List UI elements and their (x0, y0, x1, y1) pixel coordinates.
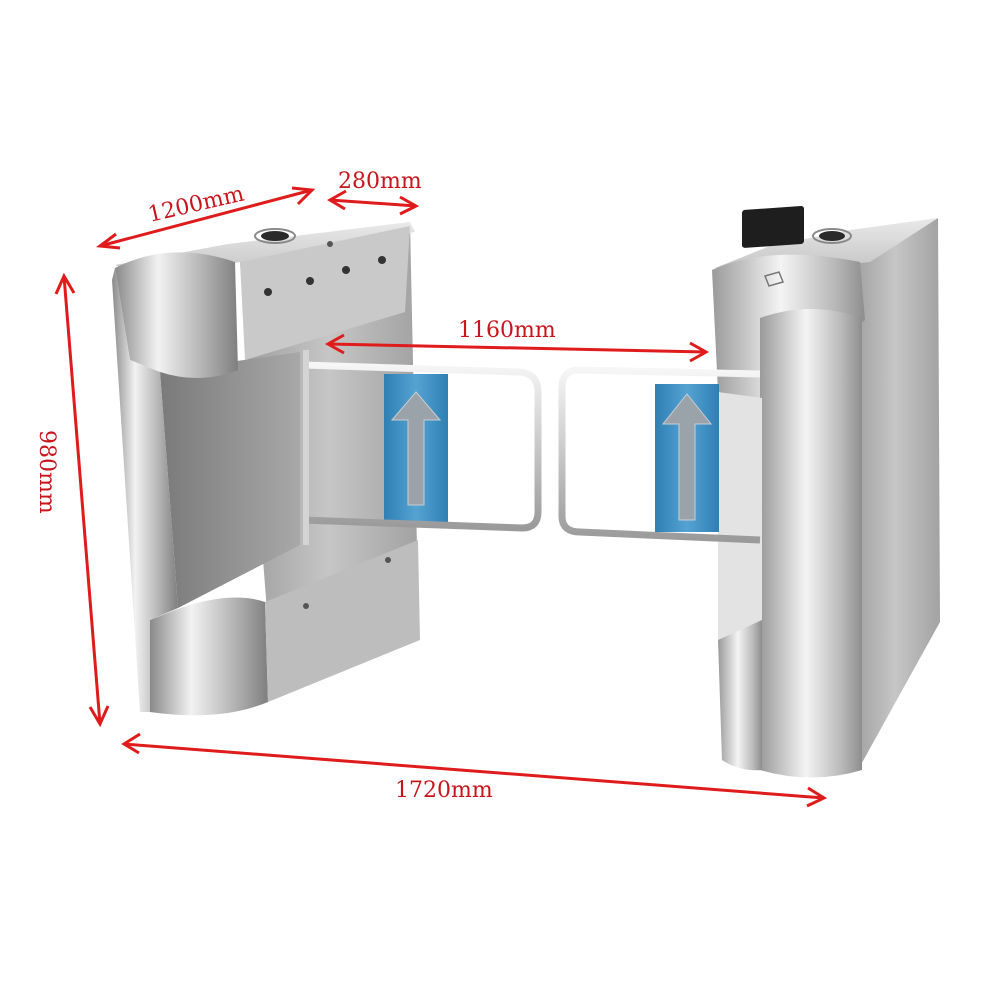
sensor-hole (385, 557, 391, 563)
overall-dimension-label: 1720mm (395, 778, 493, 803)
card-reader-glyph (763, 271, 785, 287)
arrow-head (121, 732, 141, 755)
left-body-column (112, 268, 178, 712)
sensor-hole (327, 241, 333, 247)
sensor-hole (303, 603, 309, 609)
right-cabinet (712, 205, 940, 778)
right-cabinet-recess (718, 392, 762, 640)
arrow-head (324, 333, 345, 355)
left-cabinet-recess (160, 352, 300, 608)
up-arrow-icon (661, 393, 713, 521)
up-arrow-icon (390, 391, 442, 506)
right-top-indicator (819, 231, 845, 241)
arrow-head (88, 705, 110, 728)
left-upper-cylinder (115, 252, 238, 379)
arrow-head (291, 186, 316, 206)
arrow-head (54, 272, 76, 295)
left-gate-frame (302, 361, 542, 532)
arrow-head (96, 232, 121, 250)
dimension-lines (54, 186, 828, 808)
right-cabinet-side-face (850, 218, 940, 770)
left-lower-cylinder (150, 597, 268, 716)
card-reader-icon (742, 205, 804, 248)
right-top-indicator-ring (812, 228, 852, 244)
arrow-head (327, 189, 347, 211)
double-arrow-icon (99, 188, 313, 248)
right-swing-gate (558, 366, 761, 544)
left-swing-gate (302, 350, 542, 545)
right-body-column (760, 309, 862, 778)
double-arrow-icon (327, 342, 707, 354)
left-sensor-band (240, 226, 410, 360)
right-lower-cylinder (718, 620, 762, 771)
sensor-hole (264, 288, 272, 296)
arrow-head (399, 195, 420, 216)
width-dimension-label: 280mm (338, 169, 422, 194)
double-arrow-icon (123, 742, 825, 800)
sensor-hole (378, 256, 386, 264)
sensor-hole (342, 266, 350, 274)
arrow-head (689, 341, 710, 363)
left-top-indicator (261, 231, 289, 241)
right-gate-frame (558, 366, 761, 544)
height-dimension-label: 980mm (34, 430, 59, 514)
left-top-indicator-ring (254, 228, 296, 244)
arrow-head (806, 786, 828, 808)
double-arrow-icon (329, 198, 417, 208)
sensor-hole (306, 277, 314, 285)
double-arrow-icon (62, 275, 102, 725)
gap-dimension-label: 1160mm (458, 318, 556, 343)
left-cabinet (112, 222, 420, 716)
left-lower-band (265, 540, 420, 702)
